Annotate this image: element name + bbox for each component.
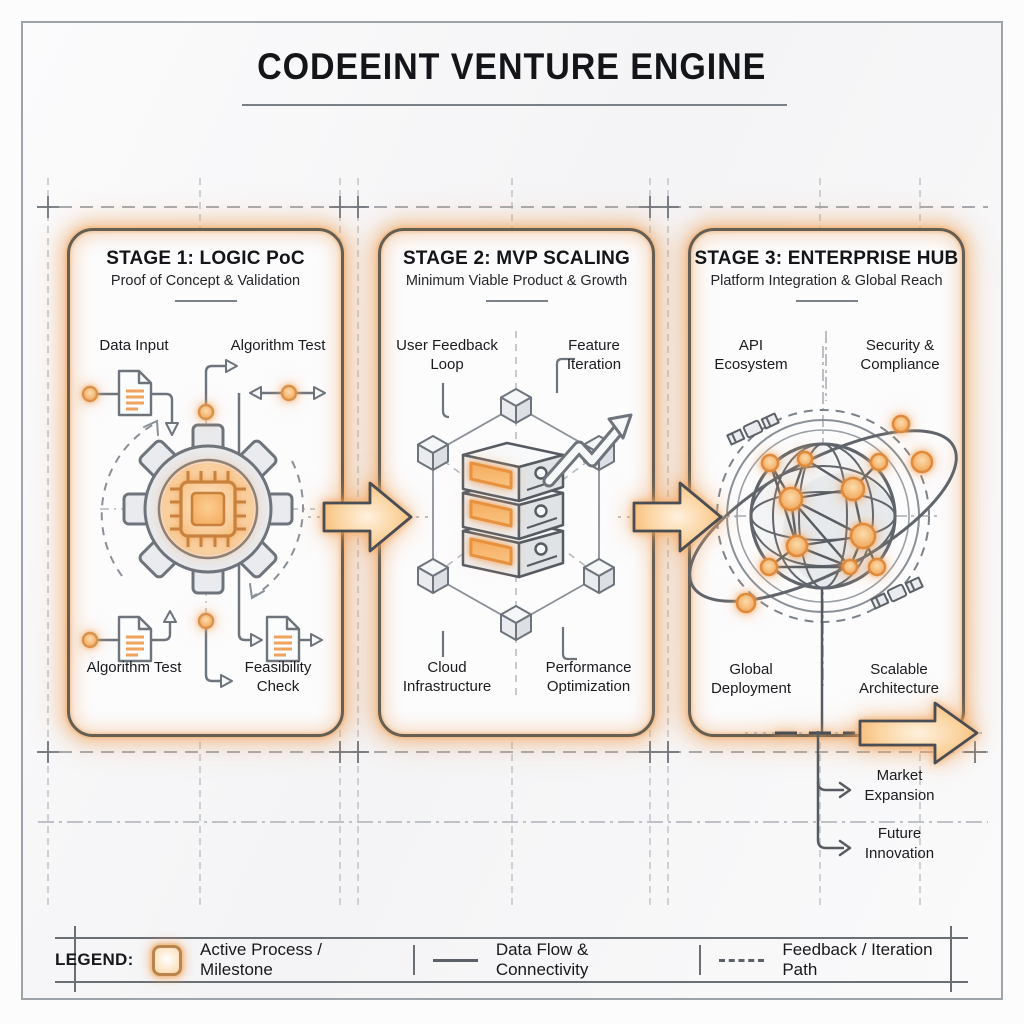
document-icon [117, 615, 153, 663]
stage-3-subtitle: Platform Integration & Global Reach [710, 273, 943, 289]
label-scalable-architecture: Scalable Architecture [858, 661, 940, 697]
label-data-input: Data Input [99, 337, 169, 354]
legend-right-tick [950, 926, 952, 992]
solid-line-swatch-icon [432, 958, 478, 962]
legend-separator [699, 945, 702, 975]
milestone-dots [81, 384, 298, 649]
legend-separator [412, 945, 415, 975]
stage-2-title: STAGE 2: MVP SCALING [402, 248, 631, 269]
network-nodes [735, 414, 934, 614]
output-branches [816, 731, 852, 857]
document-icon [265, 615, 301, 663]
node-cube-icon [500, 605, 532, 641]
label-future-innovation: Future Innovation [864, 825, 935, 862]
stage2-to-stage3-arrow [618, 481, 738, 553]
growth-arrow-icon [542, 413, 633, 488]
label-security-compliance: Security & Compliance [860, 337, 940, 373]
document-icon [117, 369, 153, 417]
label-cloud-infrastructure: Cloud Infrastructure [402, 659, 492, 695]
stage-1-title: STAGE 1: LOGIC PoC [106, 248, 305, 269]
stage-2-divider [485, 300, 548, 302]
chip-icon [170, 471, 246, 547]
label-algorithm-test-top: Algorithm Test [230, 337, 326, 354]
stage-1-box: STAGE 1: LOGIC PoC Proof of Concept & Va… [67, 228, 344, 737]
label-user-feedback-loop: User Feedback Loop [396, 337, 498, 373]
legend-item-data-flow: Data Flow & Connectivity [495, 940, 589, 979]
stage-2-subtitle: Minimum Viable Product & Growth [405, 273, 628, 289]
server-stack [461, 441, 565, 579]
stage-3-box: STAGE 3: ENTERPRISE HUB Platform Integra… [688, 228, 965, 737]
label-performance-optimization: Performance Optimization [545, 659, 632, 695]
page-title: CODEEINT VENTURE ENGINE [257, 46, 767, 87]
label-api-ecosystem: API Ecosystem [714, 337, 788, 373]
server-stack-growth-icon [417, 331, 633, 701]
label-global-deployment: Global Deployment [710, 661, 792, 697]
exit-arrow [745, 701, 985, 765]
stage-3-title: STAGE 3: ENTERPRISE HUB [694, 248, 959, 269]
globe-network-icon [688, 331, 958, 734]
dashed-line-swatch-icon [719, 958, 765, 962]
satellite-icon [725, 411, 781, 447]
node-cube-icon [583, 558, 615, 594]
legend-left-tick [74, 926, 76, 992]
title-underline [242, 104, 787, 106]
label-feature-iteration: Feature Iteration [566, 337, 622, 373]
node-cube-icon [417, 558, 449, 594]
network-edges [768, 457, 880, 569]
stage-1-subtitle: Proof of Concept & Validation [110, 273, 301, 289]
label-market-expansion: Market Expansion [864, 767, 935, 804]
node-cube-icon [500, 388, 532, 424]
label-feasibility-check: Feasibility Check [244, 659, 312, 695]
legend: LEGEND: Active Process / Milestone Data … [55, 937, 968, 983]
legend-item-milestone: Active Process / Milestone [200, 940, 322, 979]
label-algorithm-test-bottom: Algorithm Test [86, 659, 182, 676]
node-cube-icon [417, 435, 449, 471]
gear-chip-icon [81, 359, 326, 688]
milestone-swatch-icon [151, 944, 183, 976]
stage-2-box: STAGE 2: MVP SCALING Minimum Viable Prod… [378, 228, 655, 737]
stage1-to-stage2-arrow [308, 481, 428, 553]
legend-item-feedback: Feedback / Iteration Path [782, 940, 933, 979]
stage-3-divider [795, 300, 858, 302]
stage-1-divider [174, 300, 237, 302]
legend-title: LEGEND: [55, 950, 134, 969]
